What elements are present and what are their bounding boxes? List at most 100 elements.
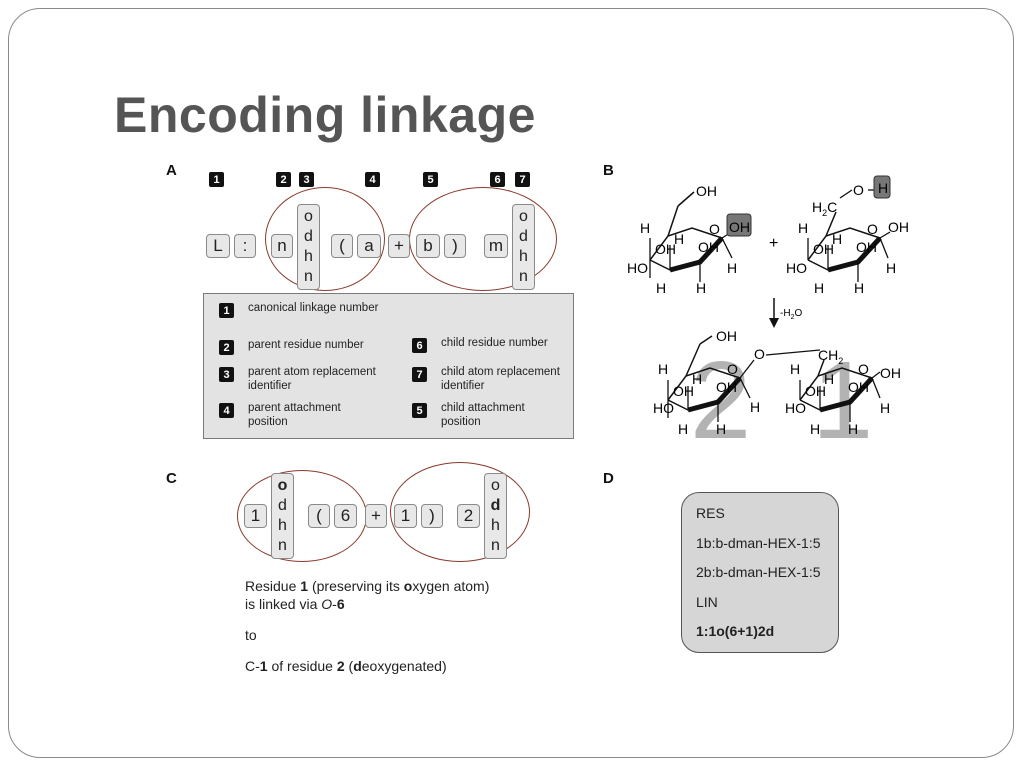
label-o: O xyxy=(709,221,720,237)
token-m: m xyxy=(484,234,508,258)
label-h: H xyxy=(658,361,668,377)
disaccharide: OH O CH2 O H H OH OH HO H H H O OH H H O… xyxy=(653,328,901,437)
reaction-arrow: -H2O xyxy=(769,298,802,328)
stack-letter: n xyxy=(519,268,528,285)
stack-letter: h xyxy=(491,517,500,534)
token-position-1: 1 xyxy=(394,504,417,528)
token-position-6: 6 xyxy=(334,504,357,528)
legend-text: child residue number xyxy=(441,337,548,349)
plus-sign: + xyxy=(769,235,778,252)
token-close-paren: ) xyxy=(444,234,466,258)
badge-7: 7 xyxy=(515,172,530,187)
legend-text: parent residue number xyxy=(248,339,364,351)
glycoct-line: 1b:b-dman-HEX-1:5 xyxy=(696,534,821,551)
token-open-paren: ( xyxy=(308,504,330,528)
stack-letter: o xyxy=(277,477,288,494)
legend-badge: 6 xyxy=(412,338,427,353)
label-oh: OH xyxy=(698,239,719,255)
badge-4: 4 xyxy=(365,172,380,187)
stack-letter: d xyxy=(519,228,528,245)
label-h: H xyxy=(750,399,760,415)
panel-label-d: D xyxy=(603,470,614,487)
token-residue-2: 2 xyxy=(457,504,480,528)
stack-letter: d xyxy=(490,497,501,514)
legend-item: 2 parent residue number xyxy=(219,339,388,355)
residue-number-2: 2 xyxy=(690,339,751,450)
label-ch2: CH2 xyxy=(818,347,843,366)
legend-box: 1 canonical linkage number 2 parent resi… xyxy=(203,293,574,439)
stack-letter: o xyxy=(304,208,313,225)
glycoct-line: RES xyxy=(696,505,725,521)
label-o: O xyxy=(727,361,738,377)
label-h: H xyxy=(716,421,726,437)
legend-badge: 1 xyxy=(219,303,234,318)
label-o: O xyxy=(754,346,765,362)
stack-letter: h xyxy=(278,517,287,534)
stack-letter: d xyxy=(278,497,287,514)
parent-atom-stack: o d h n xyxy=(297,204,320,290)
legend-item: 3 parent atom replacement identifier xyxy=(219,366,393,394)
label-oh: OH xyxy=(813,241,834,257)
stack-letter: d xyxy=(304,228,313,245)
desc-line-4: C-1 of residue 2 (deoxygenated) xyxy=(245,658,447,674)
glucose-left: OH O OH H H OH OH HO H H H xyxy=(627,183,752,296)
stack-letter: h xyxy=(304,248,313,265)
panel-label-c: C xyxy=(166,470,177,487)
label-h: H xyxy=(674,231,684,247)
label-h: H xyxy=(814,280,824,296)
token-open-paren: ( xyxy=(331,234,353,258)
label-oh: OH xyxy=(655,241,676,257)
label-h: H xyxy=(848,421,858,437)
label-oh: OH xyxy=(716,328,737,344)
label-oh: OH xyxy=(729,219,750,235)
legend-badge: 2 xyxy=(219,340,234,355)
label-h2c: H2C xyxy=(812,199,837,218)
label-h: H xyxy=(854,280,864,296)
legend-item: 4 parent attachment position xyxy=(219,402,358,430)
legend-badge: 3 xyxy=(219,367,234,382)
desc-line-1: Residue 1 (preserving its oxygen atom) xyxy=(245,578,490,594)
label-oh: OH xyxy=(805,383,826,399)
label-oh: OH xyxy=(696,183,717,199)
desc-line-2: is linked via O-6 xyxy=(245,596,345,612)
label-h: H xyxy=(790,361,800,377)
label-ho: HO xyxy=(785,400,806,416)
label-ho: HO xyxy=(627,260,648,276)
residue-number-1: 1 xyxy=(812,339,873,450)
token-plus: + xyxy=(365,504,387,528)
stack-letter: n xyxy=(278,537,287,554)
legend-text: child atom replacement identifier xyxy=(441,366,560,392)
label-h: H xyxy=(678,421,688,437)
parent-ellipse xyxy=(265,187,385,291)
legend-item: 7 child atom replacement identifier xyxy=(412,366,576,394)
token-colon: : xyxy=(234,234,256,258)
token-b: b xyxy=(416,234,440,258)
label-h: H xyxy=(886,260,896,276)
label-oh: OH xyxy=(856,239,877,255)
label-oh: OH xyxy=(673,383,694,399)
label-h: H xyxy=(824,371,834,387)
water-loss-label: -H2O xyxy=(780,308,802,321)
label-h: H xyxy=(880,400,890,416)
legend-item: 6 child residue number xyxy=(412,337,571,353)
legend-item: 1 canonical linkage number xyxy=(219,302,398,318)
panel-label-a: A xyxy=(166,162,177,179)
stack-letter: n xyxy=(491,537,500,554)
label-oh: OH xyxy=(848,379,869,395)
label-h: H xyxy=(727,260,737,276)
child-atom-stack: o d h n xyxy=(484,473,507,559)
glycoct-box: RES 1b:b-dman-HEX-1:5 2b:b-dman-HEX-1:5 … xyxy=(681,492,839,653)
label-o: O xyxy=(858,361,869,377)
glucose-right: H2C O H O OH H H OH OH HO H H H xyxy=(786,175,909,296)
glycoct-line: LIN xyxy=(696,593,718,610)
label-oh: OH xyxy=(880,365,901,381)
label-h: H xyxy=(878,180,888,196)
legend-item: 5 child attachment position xyxy=(412,402,551,430)
legend-badge: 5 xyxy=(412,403,427,418)
legend-text: canonical linkage number xyxy=(248,302,379,314)
legend-badge: 4 xyxy=(219,403,234,418)
label-h: H xyxy=(656,280,666,296)
label-oh: OH xyxy=(888,219,909,235)
label-h: H xyxy=(810,421,820,437)
badge-5: 5 xyxy=(423,172,438,187)
